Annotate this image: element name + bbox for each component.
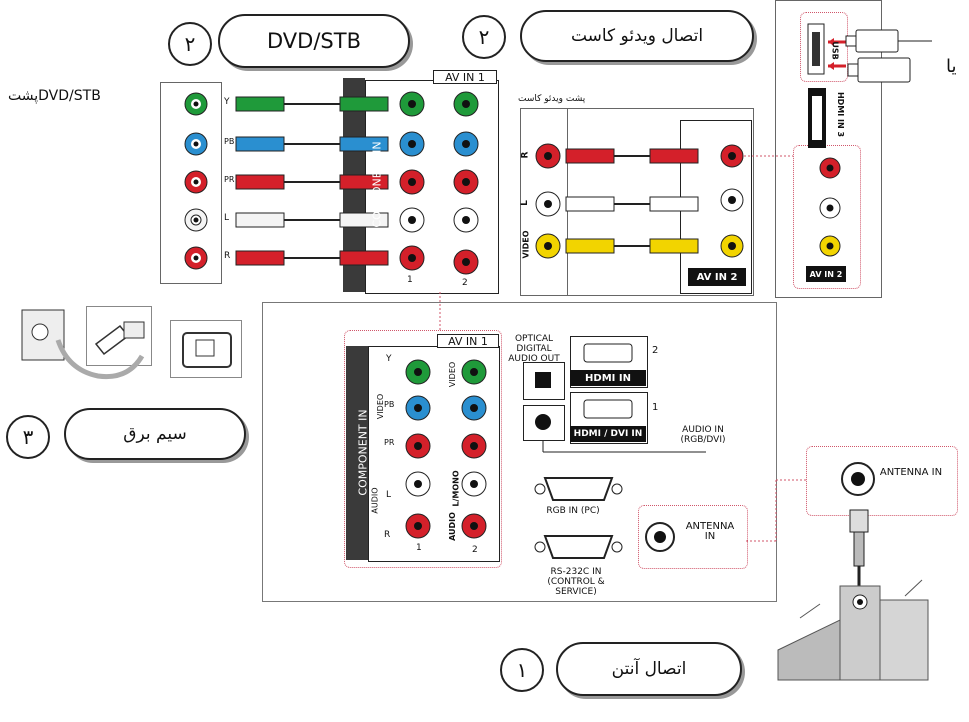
tv-power-inlet	[195, 339, 215, 357]
component-in-vertical-main: COMPONENT IN	[356, 409, 370, 496]
av-in-1-label-top: AV IN 1	[433, 70, 497, 84]
hdmi-dvi-in-badge: HDMI / DVI IN	[570, 426, 646, 442]
optical-label: OPTICAL DIGITAL AUDIO OUT	[508, 334, 560, 364]
antenna-cable-icon	[849, 509, 869, 586]
dvd-jack-pr	[184, 170, 208, 194]
av-in-1-label-main: AV IN 1	[437, 334, 499, 348]
optical-socket	[535, 372, 551, 388]
main-label-l: L	[386, 490, 392, 500]
dvd-jack-pb	[184, 132, 208, 156]
component-in-vertical-top: COMPONENT IN	[370, 141, 384, 228]
main-label-audio: AUDIO	[370, 487, 380, 514]
dvd-stb-title: DVD/STB	[218, 14, 410, 68]
av1-main-jacks	[405, 359, 487, 539]
step-number-power: ۳	[6, 415, 50, 459]
cable-red-r	[235, 250, 389, 266]
step-number-dvd: ۲	[168, 22, 212, 66]
av-in-2-badge-vcr: AV IN 2	[688, 268, 746, 286]
main-label-pb: PB	[384, 400, 395, 409]
main-num-1: 1	[416, 543, 422, 553]
rgb-in-label: RGB IN (PC)	[546, 506, 600, 516]
step-number-antenna: ۱	[500, 648, 544, 692]
usb-dotted-frame	[800, 12, 848, 82]
cable-green	[235, 96, 389, 112]
component-in-bar-main	[346, 346, 368, 560]
side-av-dotted-frame	[793, 145, 861, 289]
hdmi-in-badge: HDMI IN	[570, 370, 646, 386]
antenna-title: اتصال آنتن	[556, 642, 742, 696]
cable-red-pr	[235, 174, 389, 190]
dvd-jack-l	[184, 208, 208, 232]
buildings-icon	[777, 579, 929, 681]
vcr-port-label-l: L	[519, 200, 530, 206]
vcr-port-label-r: R	[520, 151, 531, 159]
main-label-video-right: VIDEO	[448, 361, 458, 388]
antenna-in-label-main: ANTENNA IN	[685, 521, 735, 542]
usb-port-icon	[807, 23, 932, 83]
hdmi-1-socket	[583, 399, 633, 419]
antenna-dotted-frame-main	[638, 505, 748, 569]
hdmi-3-port	[808, 88, 826, 148]
main-label-lmono: L/MONO	[451, 470, 461, 507]
dvd-port-label-y: Y	[224, 97, 230, 107]
main-label-audio-r: AUDIO	[447, 512, 457, 541]
dvd-port-label-l: L	[224, 213, 230, 223]
rs232c-port	[534, 535, 623, 559]
av1-top-num-2: 2	[462, 278, 468, 288]
vcr-jacks	[535, 143, 561, 259]
video-cassette-title: اتصال ویدئو کاست	[520, 10, 754, 62]
antenna-socket-main	[645, 522, 675, 552]
step-number-video-cassette: ۲	[462, 15, 506, 59]
av1-top-num-1: 1	[407, 275, 413, 285]
dvd-port-label-pb: PB	[224, 137, 235, 146]
vcr-cables	[565, 144, 793, 258]
hdmi-num-2: 2	[652, 345, 659, 356]
antenna-socket-wall	[841, 462, 875, 496]
audio-in-rgb-label: AUDIO IN (RGB/DVI)	[680, 425, 726, 445]
antenna-in-label-wall: ANTENNA IN	[879, 467, 943, 478]
main-label-y: Y	[386, 354, 392, 364]
rs232c-label: RS-232C IN (CONTROL & SERVICE)	[547, 567, 605, 597]
dvd-port-label-r: R	[224, 251, 231, 261]
cable-blue	[235, 136, 389, 152]
rgb-in-port	[534, 477, 623, 501]
av-in-2-badge-side: AV IN 2	[806, 266, 846, 282]
dvd-port-label-pr: PR	[224, 175, 235, 184]
main-label-pr: PR	[384, 438, 395, 447]
dvd-jack-y	[184, 92, 208, 116]
audio-in-socket	[535, 414, 551, 430]
video-back-label: پشت ویدئو کاست	[518, 94, 586, 104]
hdmi-num-1: 1	[652, 402, 659, 413]
usb-label: USB	[830, 41, 840, 60]
antenna-dotted-frame-wall	[806, 446, 958, 516]
power-cord-title: سیم برق	[64, 408, 246, 460]
cable-white	[235, 212, 389, 228]
av1-top-jacks	[399, 91, 479, 275]
vcr-port-label-video: VIDEO	[521, 230, 531, 259]
dvd-jack-r	[184, 246, 208, 270]
hdmi-in-3-label: HDMI IN 3	[836, 91, 846, 138]
main-num-2: 2	[472, 545, 478, 555]
dvd-back-label: پشتDVD/STB	[8, 88, 101, 104]
or-label: یا	[946, 56, 957, 77]
main-label-r: R	[384, 530, 391, 540]
wall-outlet-icon	[21, 309, 145, 380]
av-in-1-dotted-frame	[344, 330, 502, 568]
power-plug-icon	[94, 321, 145, 356]
hdmi-2-socket	[583, 343, 633, 363]
side-av-jacks	[819, 157, 841, 257]
